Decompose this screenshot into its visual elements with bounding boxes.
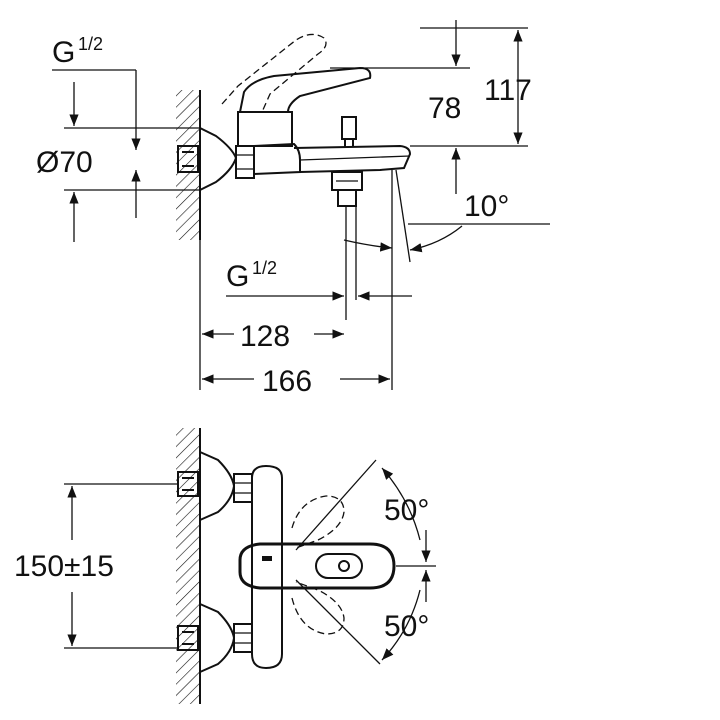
inlet-connector (177, 145, 199, 173)
dim-117: 117 (410, 27, 532, 147)
diverter-knob (341, 116, 357, 140)
lever-angle-up-label: 50° (384, 494, 429, 527)
upper-flange (199, 451, 236, 521)
lever-closed (239, 66, 372, 113)
side-view: 117 78 G 1/2 Ø70 10° (36, 20, 550, 398)
front-body (251, 464, 283, 670)
wall-flange (199, 127, 238, 191)
spacing-label: 150±15 (14, 550, 114, 583)
thread-top-fraction: 1/2 (78, 34, 103, 54)
front-lever (238, 542, 396, 590)
thread-top-label: G (52, 36, 75, 69)
mixer-body (253, 142, 301, 176)
lever-open-outline (221, 33, 327, 113)
cartridge-housing (237, 111, 293, 147)
spout (293, 144, 412, 173)
dim-117-label: 117 (484, 74, 532, 107)
dim-lengths: 128 166 (199, 240, 393, 398)
dim-78: 78 (330, 20, 470, 194)
length-128-label: 128 (240, 320, 290, 353)
length-166-label: 166 (262, 365, 312, 398)
hose-outlet (337, 189, 357, 207)
thread-bottom-fraction: 1/2 (252, 258, 277, 278)
lever-pin (338, 560, 350, 572)
thread-bottom-label: G (226, 260, 249, 293)
lever-up-position (291, 495, 345, 549)
dim-spacing: 150±15 (14, 483, 178, 649)
dim-thread-bottom: G 1/2 (226, 258, 412, 301)
lower-flange (199, 603, 236, 673)
hex-nut (235, 145, 255, 179)
angle-spout-label: 10° (464, 190, 509, 223)
lower-inlet (177, 625, 199, 651)
front-view: 50° 50° 150±15 (14, 428, 436, 704)
wall-bottom (176, 428, 201, 704)
lever-angle-down-label: 50° (384, 610, 429, 643)
dim-78-label: 78 (428, 92, 461, 125)
dim-diameter: G 1/2 Ø70 (36, 34, 200, 242)
lever-mark (262, 556, 272, 561)
diameter-label: Ø70 (36, 146, 93, 179)
dim-angle-spout: 10° (343, 190, 550, 253)
lever-down-position (291, 581, 345, 635)
lower-nut (233, 623, 253, 653)
lever-grip (315, 553, 363, 579)
upper-nut (233, 473, 253, 503)
